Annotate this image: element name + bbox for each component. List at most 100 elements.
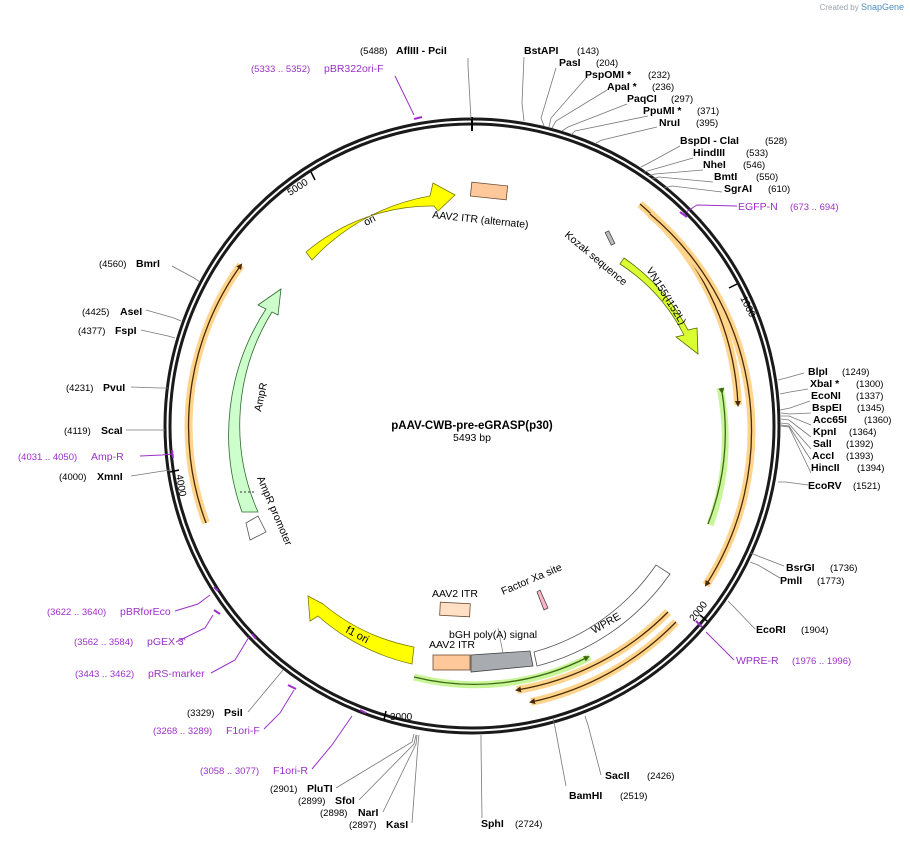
enzyme-pos-hincii: (1394) xyxy=(857,463,884,474)
enzyme-pos-sgrai: (610) xyxy=(768,184,790,195)
enzyme-pos-ecori: (1904) xyxy=(801,625,828,636)
vn155-label: VN155(I152L) xyxy=(643,265,688,327)
enzyme-bamhi: BamHI xyxy=(569,790,602,802)
snapgene-logo: SnapGene xyxy=(860,2,904,12)
enzyme-pos-bspei: (1345) xyxy=(857,403,884,414)
primer-pbr322ori: pBR322ori-F xyxy=(324,63,384,75)
enzyme-pos-paqci: (297) xyxy=(671,94,693,105)
enzyme-sacii: SacII xyxy=(605,770,630,782)
kozak-label: Kozak sequence xyxy=(562,229,629,288)
enzyme-bmri: BmrI xyxy=(136,258,160,270)
enzyme-fspi: FspI xyxy=(115,325,137,337)
enzyme-bspdi: BspDI - ClaI xyxy=(680,135,739,147)
orf-arcs-right xyxy=(515,200,756,706)
ori-feature xyxy=(305,182,456,261)
enzyme-asei: AseI xyxy=(120,306,142,318)
itr-bottom-label: AAV2 ITR xyxy=(429,639,475,651)
enzyme-blpi: BlpI xyxy=(808,366,828,378)
enzyme-pvui: PvuI xyxy=(103,382,125,394)
enzyme-pos-bspdi: (528) xyxy=(765,136,787,147)
enzyme-pos-kpni: (1364) xyxy=(849,427,876,438)
enzyme-pos-sphi: (2724) xyxy=(515,819,542,830)
enzyme-bspei: BspEI xyxy=(812,402,842,414)
enzyme-pos-asei: (4425) xyxy=(82,307,109,318)
primer-range-ampr: (4031 .. 4050) xyxy=(18,452,77,463)
enzyme-pos-psii: (3329) xyxy=(187,708,214,719)
enzyme-leaders xyxy=(126,56,812,824)
enzyme-pos-nari: (2898) xyxy=(320,808,347,819)
enzyme-pos-sali: (1392) xyxy=(846,439,873,450)
enzyme-hincii: HincII xyxy=(811,462,840,474)
factor-xa-feature xyxy=(536,589,549,611)
enzyme-pos-nrui: (395) xyxy=(696,118,718,129)
f1-ori-feature xyxy=(307,595,415,665)
orf-arc-left xyxy=(184,262,245,525)
enzyme-bstapi: BstAPI xyxy=(524,45,559,57)
enzyme-pos-bsrgi: (1736) xyxy=(830,563,857,574)
enzyme-pos-hindiii: (533) xyxy=(746,148,768,159)
itr-alternate-feature xyxy=(469,181,509,201)
ampr-promoter-label: AmpR promoter xyxy=(254,474,294,547)
enzyme-pos-afliii: (5488) xyxy=(360,46,387,57)
kozak-feature xyxy=(604,230,616,246)
plasmid-name: pAAV-CWB-pre-eGRASP(p30) xyxy=(391,420,553,432)
enzyme-pos-blpi: (1249) xyxy=(842,367,869,378)
enzyme-pos-pvui: (4231) xyxy=(66,383,93,394)
enzyme-pos-pspomi: (232) xyxy=(648,70,670,81)
ori-label: ori xyxy=(362,213,378,229)
primer-pbrforeco: pBRforEco xyxy=(120,606,171,618)
enzyme-pluti: PluTI xyxy=(307,783,333,795)
enzyme-apai: ApaI * xyxy=(607,81,638,93)
ampr-promoter-feature xyxy=(245,515,267,541)
primer-f1orif: F1ori-F xyxy=(226,725,260,737)
tick-4000: 4000 xyxy=(173,474,188,498)
enzyme-pos-pluti: (2901) xyxy=(270,784,297,795)
enzyme-sali: SalI xyxy=(813,438,832,450)
enzyme-pos-bmri: (4560) xyxy=(99,259,126,270)
primer-egfpn: EGFP-N xyxy=(738,201,778,213)
enzyme-pos-xmni: (4000) xyxy=(59,472,86,483)
enzyme-pos-sfoi: (2899) xyxy=(298,796,325,807)
enzyme-pos-kasi: (2897) xyxy=(349,820,376,831)
enzyme-pos-sacii: (2426) xyxy=(647,771,674,782)
enzyme-pos-acc65i: (1360) xyxy=(864,415,891,426)
enzyme-pos-bmti: (550) xyxy=(756,172,778,183)
enzyme-ecorv: EcoRV xyxy=(808,480,842,492)
enzyme-pmli: PmlI xyxy=(780,575,802,587)
ampr-label: AmpR xyxy=(252,381,270,412)
vn155-feature xyxy=(619,257,699,355)
primer-f1orir: F1ori-R xyxy=(273,765,308,777)
primer-range-pgex3: (3562 .. 3584) xyxy=(74,637,133,648)
enzyme-nrui: NruI xyxy=(659,117,680,129)
snapgene-credit: Created by SnapGene xyxy=(820,2,904,12)
enzyme-ecori: EcoRI xyxy=(756,624,786,636)
enzyme-scai: ScaI xyxy=(101,425,123,437)
enzyme-psii: PsiI xyxy=(224,707,243,719)
factor-xa-label: Factor Xa site xyxy=(499,561,563,597)
enzyme-kpni: KpnI xyxy=(813,426,836,438)
enzyme-hindiii: HindIII xyxy=(693,147,725,159)
primer-leaders xyxy=(139,75,738,770)
primer-range-egfpn: (673 .. 694) xyxy=(790,202,839,213)
itr-top-feature xyxy=(439,601,471,618)
enzyme-pos-acci: (1393) xyxy=(846,451,873,462)
enzyme-kasi: KasI xyxy=(386,819,408,831)
credit-prefix: Created by xyxy=(819,3,859,12)
enzyme-pos-bstapi: (143) xyxy=(577,46,599,57)
primer-labels: (5333 .. 5352) pBR322ori-F EGFP-N (673 .… xyxy=(18,63,851,777)
tick-3000: 3000 xyxy=(390,712,413,723)
enzyme-pos-ecorv: (1521) xyxy=(853,481,880,492)
primer-prsmarker: pRS-marker xyxy=(148,668,205,680)
bgh-leader xyxy=(497,627,504,654)
enzyme-sfoi: SfoI xyxy=(335,795,355,807)
enzyme-pos-scai: (4119) xyxy=(64,426,91,437)
enzyme-pos-ppumi: (371) xyxy=(697,106,719,117)
itr-alternate-label: AAV2 ITR (alternate) xyxy=(432,209,529,231)
itr-top-label: AAV2 ITR xyxy=(432,588,478,600)
primer-range-pbr322ori: (5333 .. 5352) xyxy=(251,64,310,75)
enzyme-xmni: XmnI xyxy=(97,471,123,483)
primer-wprer: WPRE-R xyxy=(736,655,779,667)
enzyme-pasi: PasI xyxy=(559,57,581,69)
wpre-feature xyxy=(533,564,671,667)
